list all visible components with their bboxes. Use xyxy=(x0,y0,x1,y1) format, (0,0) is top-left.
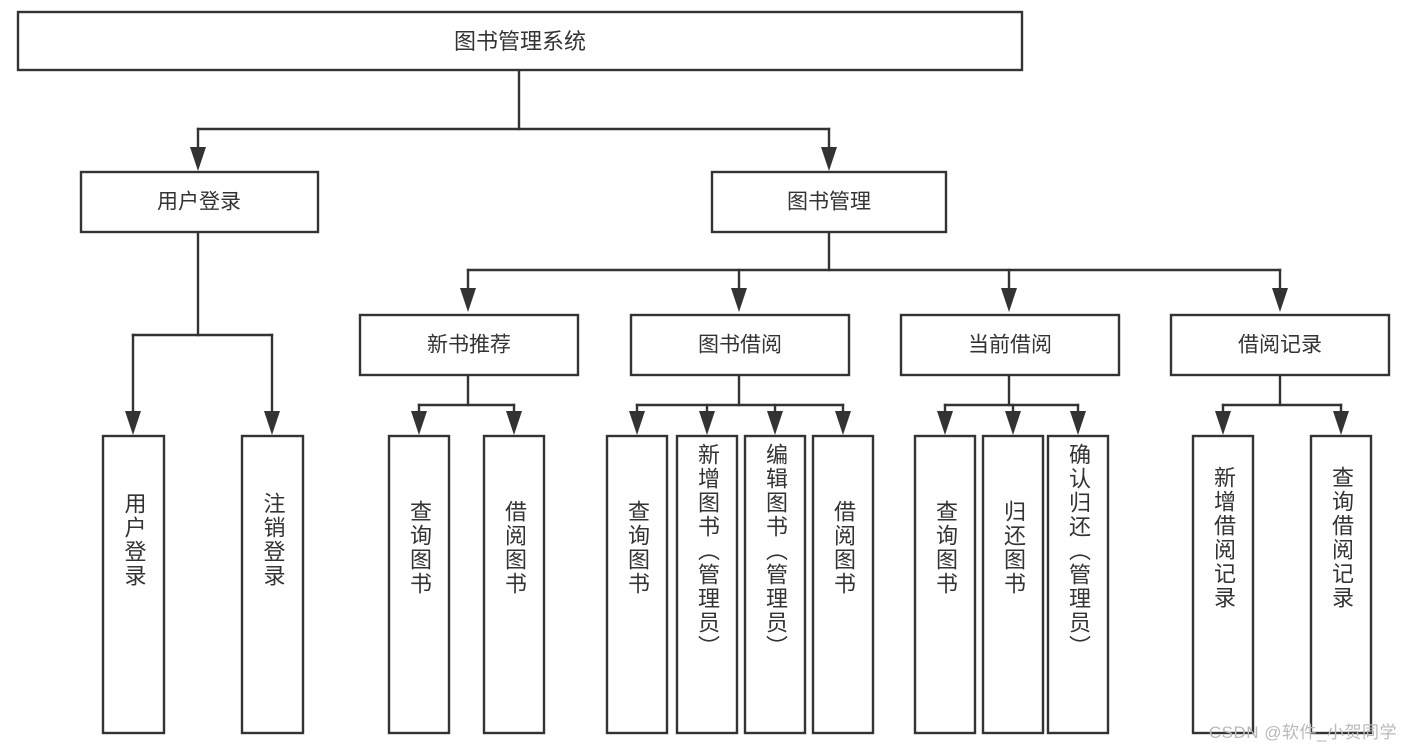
arrow-to-leaf-borrow-book-2 xyxy=(835,411,851,435)
node-user-login-box[interactable] xyxy=(79,170,320,234)
arrow-to-user-login xyxy=(190,147,206,171)
node-leaf-box-query-book-2[interactable] xyxy=(605,434,669,735)
arrow-to-leaf-query-book-1 xyxy=(411,411,427,435)
node-user-login-label: 用户登录 xyxy=(157,191,241,214)
arrow-to-leaf-add-book xyxy=(699,411,715,435)
arrow-to-leaf-edit-book xyxy=(767,411,783,435)
arrow-to-leaf-query-book-3 xyxy=(937,411,953,435)
node-book-borrow-label: 图书借阅 xyxy=(698,334,782,357)
node-leaf-box-borrow-book-1[interactable] xyxy=(482,434,546,735)
node-leaf-box-borrow-book-2[interactable] xyxy=(811,434,875,735)
arrow-to-new-book xyxy=(460,288,476,312)
node-layer: 图书管理系统 用户登录 图书管理 新书推荐 图书借阅 当前借阅 借阅记录 xyxy=(16,10,1391,735)
node-leaf-box-edit-book[interactable] xyxy=(743,434,807,735)
arrow-to-book-borrow xyxy=(731,288,747,312)
node-root-box[interactable] xyxy=(16,10,1024,72)
node-current-borrow-box[interactable] xyxy=(899,313,1121,377)
node-leaf-box-query-book-3[interactable] xyxy=(913,434,977,735)
node-root-label: 图书管理系统 xyxy=(454,29,586,54)
node-leaf-box-add-record[interactable] xyxy=(1191,434,1255,735)
node-leaf-box-query-book-1[interactable] xyxy=(387,434,451,735)
arrow-to-leaf-query-record xyxy=(1333,411,1349,435)
arrow-to-leaf-query-book-2 xyxy=(629,411,645,435)
arrow-to-leaf-return-book xyxy=(1005,411,1021,435)
node-new-book-recommend-label: 新书推荐 xyxy=(427,334,511,357)
arrow-to-book-manage xyxy=(821,147,837,171)
node-leaf-box-user-login[interactable] xyxy=(101,434,166,735)
node-leaf-box-logout[interactable] xyxy=(240,434,305,735)
node-borrow-record-box[interactable] xyxy=(1169,313,1391,377)
node-leaf-box-add-book[interactable] xyxy=(675,434,739,735)
arrow-to-leaf-borrow-book-1 xyxy=(506,411,522,435)
connector-layer xyxy=(125,68,1349,435)
arrow-to-leaf-confirm-return xyxy=(1070,411,1086,435)
arrow-to-leaf-add-record xyxy=(1215,411,1231,435)
arrow-to-leaf-user-login xyxy=(125,411,141,435)
node-book-borrow-box[interactable] xyxy=(629,313,851,377)
arrow-to-leaf-logout xyxy=(264,411,280,435)
node-book-manage-label: 图书管理 xyxy=(787,191,871,214)
arrow-to-current-borrow xyxy=(1001,288,1017,312)
node-leaf-box-query-record[interactable] xyxy=(1309,434,1373,735)
node-book-manage-box[interactable] xyxy=(710,170,948,234)
node-leaf-box-confirm-return[interactable] xyxy=(1046,434,1110,735)
node-current-borrow-label: 当前借阅 xyxy=(968,334,1052,357)
node-leaf-box-return-book[interactable] xyxy=(981,434,1045,735)
arrow-to-borrow-record xyxy=(1272,288,1288,312)
node-new-book-recommend-box[interactable] xyxy=(358,313,580,377)
node-borrow-record-label: 借阅记录 xyxy=(1238,334,1322,357)
